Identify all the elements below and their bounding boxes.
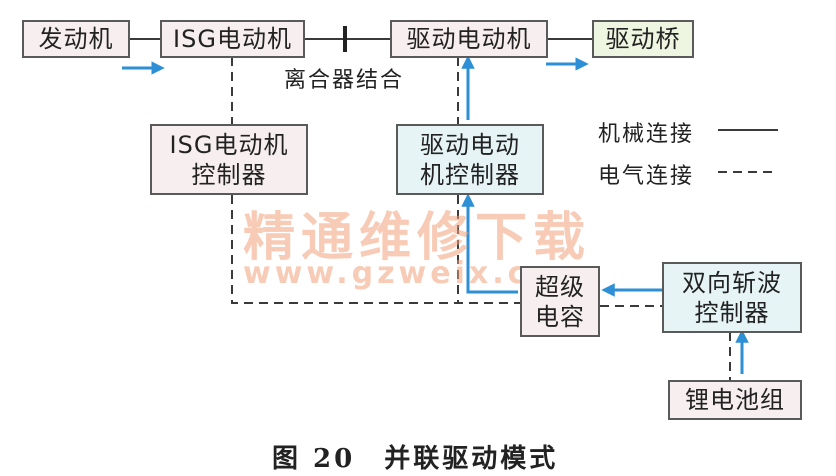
isg-motor-box: ISG电动机 — [160, 20, 305, 58]
engine-box: 发动机 — [22, 20, 130, 58]
battery-pack-box: 锂电池组 — [668, 380, 802, 420]
legend-mechanical-label: 机械连接 — [598, 122, 695, 147]
flow-arrow-capacitor-to-controller — [461, 193, 518, 294]
dcdc-controller-box: 双向斩波 控制器 — [662, 262, 802, 333]
figure-caption: 图 20 并联驱动模式 — [272, 444, 559, 474]
drive-motor-box: 驱动电动机 — [390, 20, 548, 58]
elec-line-isg-controller-bus — [231, 195, 520, 304]
clutch-label: 离合器结合 — [284, 68, 405, 93]
isg-controller-box: ISG电动机 控制器 — [150, 124, 308, 195]
watermark-text: 精通维修下载 — [243, 208, 592, 268]
drive-axle-box: 驱动桥 — [592, 20, 694, 58]
supercapacitor-box: 超级 电容 — [520, 266, 600, 337]
legend-electrical-label: 电气连接 — [598, 164, 695, 189]
drive-controller-box: 驱动电动 机控制器 — [396, 124, 544, 195]
